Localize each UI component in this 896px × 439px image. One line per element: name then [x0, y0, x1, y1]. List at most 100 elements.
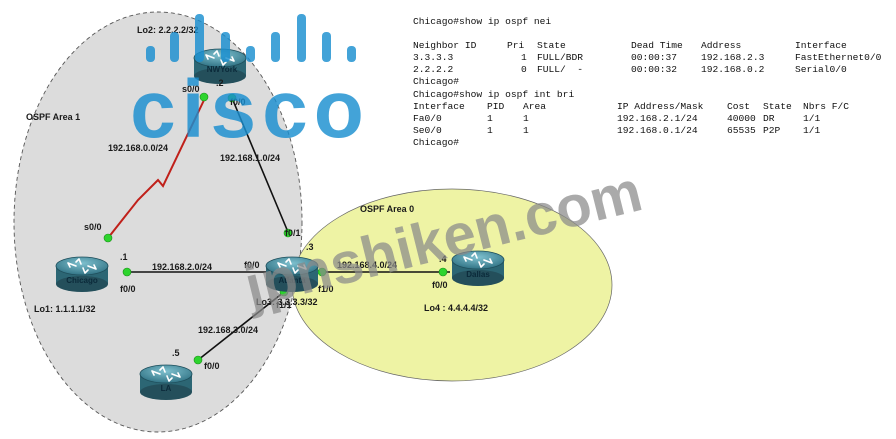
- cli-command: Chicago#show ip ospf int bri: [413, 88, 575, 100]
- interface-label: f0/0: [230, 97, 246, 107]
- interface-dot: [193, 355, 203, 365]
- router-dallas-label: Dallas: [466, 270, 490, 279]
- table-cell: 2.2.2.2: [413, 64, 454, 76]
- table-header: Nbrs F/C: [803, 100, 850, 112]
- router-nwyork[interactable]: NWYork: [193, 48, 247, 85]
- table-cell: 00:00:32: [631, 64, 678, 76]
- interface-label: f1/1: [276, 300, 292, 310]
- interface-label: f0/0: [204, 361, 220, 371]
- loopback-atlanta: Lo3: 3.3.3.3/32: [256, 297, 318, 307]
- cli-prompt: Chicago#: [413, 76, 460, 88]
- router-la-label: LA: [161, 384, 172, 393]
- interface-label: f1/0: [318, 284, 334, 294]
- interface-label: f0/1: [285, 228, 301, 238]
- table-cell: 1/1: [803, 112, 821, 124]
- table-header: Address: [701, 40, 742, 52]
- table-cell: 192.168.2.3: [701, 52, 765, 64]
- table-cell: 1/1: [803, 124, 821, 136]
- interface-dot: [199, 92, 209, 102]
- host-label: .4: [439, 254, 447, 264]
- link-chicago-nwyork-serial: [107, 97, 206, 239]
- cli-output: Chicago#show ip ospf nei Neighbor ID Pri…: [413, 16, 889, 149]
- table-cell: P2P: [763, 124, 781, 136]
- interface-dot: [438, 267, 448, 277]
- table-cell: Fa0/0: [413, 112, 442, 124]
- router-icon: [55, 256, 109, 293]
- table-header: IP Address/Mask: [617, 100, 704, 112]
- interface-dot: [283, 228, 293, 238]
- cli-prompt: Chicago#: [413, 136, 460, 148]
- subnet-label: 192.168.2.0/24: [152, 262, 212, 272]
- link-nwyork-atlanta: [231, 97, 289, 233]
- table-header: Cost: [727, 100, 751, 112]
- interface-label: f0/0: [432, 280, 448, 290]
- table-header: Area: [523, 100, 547, 112]
- subnet-label: 192.168.3.0/24: [198, 325, 258, 335]
- table-header: Interface: [413, 100, 465, 112]
- table-header: PID: [487, 100, 505, 112]
- table-header: Neighbor ID: [413, 40, 477, 52]
- table-header: State: [537, 40, 566, 52]
- interface-dot: [103, 233, 113, 243]
- table-cell: Se0/0: [413, 124, 442, 136]
- table-header: Dead Time: [631, 40, 683, 52]
- ospf-area-1-region: [13, 11, 303, 433]
- interface-label: s0/0: [182, 84, 200, 94]
- router-dallas[interactable]: Dallas: [451, 250, 505, 287]
- table-header: Interface: [795, 40, 847, 52]
- cli-blank: [413, 28, 889, 40]
- interface-label: f0/0: [120, 284, 136, 294]
- host-label: .1: [120, 252, 128, 262]
- table-cell: FULL/ -: [537, 64, 584, 76]
- neighbor-table: Neighbor ID Pri State Dead Time Address …: [413, 40, 889, 76]
- host-label: .2: [216, 78, 224, 88]
- subnet-label: 192.168.0.0/24: [108, 143, 168, 153]
- table-cell: 192.168.2.1/24: [617, 112, 698, 124]
- cli-command: Chicago#show ip ospf nei: [413, 16, 552, 27]
- table-cell: 1: [523, 112, 529, 124]
- router-chicago[interactable]: Chicago: [55, 256, 109, 293]
- table-cell: 0: [521, 64, 527, 76]
- router-chicago-label: Chicago: [66, 276, 98, 285]
- loopback-dallas: Lo4 : 4.4.4.4/32: [424, 303, 488, 313]
- link-atlanta-la: [197, 291, 285, 361]
- loopback-nwyork: Lo2: 2.2.2.2/32: [137, 25, 199, 35]
- table-cell: 192.168.0.2: [701, 64, 765, 76]
- table-cell: FULL/BDR: [537, 52, 584, 64]
- area-0-label: OSPF Area 0: [360, 204, 414, 214]
- router-nwyork-label: NWYork: [207, 65, 238, 74]
- router-la[interactable]: LA: [139, 364, 193, 401]
- table-cell: FastEthernet0/0: [795, 52, 882, 64]
- table-header: State: [763, 100, 792, 112]
- table-cell: 1: [523, 124, 529, 136]
- table-cell: DR: [763, 112, 775, 124]
- loopback-chicago: Lo1: 1.1.1.1/32: [34, 304, 96, 314]
- table-cell: Serial0/0: [795, 64, 847, 76]
- interface-label: s0/0: [84, 222, 102, 232]
- cisco-watermark-text: cisco: [130, 64, 370, 155]
- table-cell: 1: [487, 124, 493, 136]
- table-cell: 65535: [727, 124, 756, 136]
- router-icon: [139, 364, 193, 401]
- cisco-watermark-logo: cisco: [130, 14, 370, 155]
- interface-dot: [122, 267, 132, 277]
- interface-table: Interface PID Area IP Address/Mask Cost …: [413, 101, 889, 137]
- table-header: Pri: [507, 40, 525, 52]
- host-label: .3: [306, 242, 314, 252]
- table-cell: 1: [521, 52, 527, 64]
- table-cell: 00:00:37: [631, 52, 678, 64]
- table-cell: 192.168.0.1/24: [617, 124, 698, 136]
- router-atlanta[interactable]: Atlanta: [265, 256, 319, 293]
- router-atlanta-label: Atlanta: [278, 276, 306, 285]
- interface-dot: [227, 93, 237, 103]
- table-cell: 1: [487, 112, 493, 124]
- table-cell: 40000: [727, 112, 756, 124]
- interface-label: f0/0: [244, 260, 260, 270]
- area-1-label: OSPF Area 1: [26, 112, 80, 122]
- interface-dots: [103, 92, 448, 365]
- subnet-label: 192.168.1.0/24: [220, 153, 280, 163]
- host-label: .5: [172, 348, 180, 358]
- table-cell: 3.3.3.3: [413, 52, 454, 64]
- subnet-label: 192.168.4.0/24: [337, 260, 397, 270]
